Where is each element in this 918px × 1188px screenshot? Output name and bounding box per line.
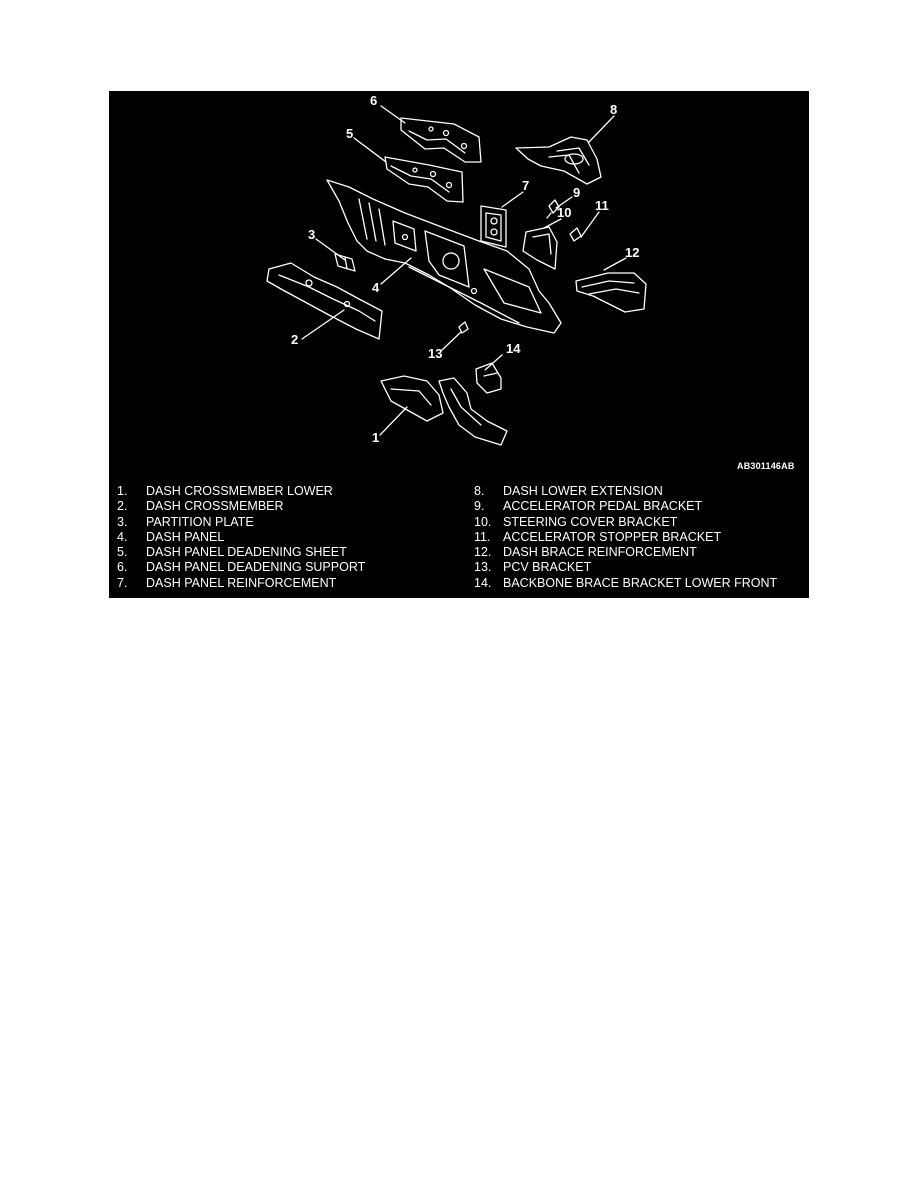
leader-lines <box>301 105 627 436</box>
figure-code: AB301146AB <box>737 461 795 471</box>
callout-1: 1 <box>372 430 380 445</box>
part-12-dash-brace-reinforcement <box>575 272 647 313</box>
legend-item: 11. ACCELERATOR STOPPER BRACKET <box>474 530 777 545</box>
legend-item: 5. DASH PANEL DEADENING SHEET <box>117 545 365 560</box>
legend-item: 12. DASH BRACE REINFORCEMENT <box>474 545 777 560</box>
legend-text: DASH PANEL REINFORCEMENT <box>146 575 337 590</box>
legend-item: 6. DASH PANEL DEADENING SUPPORT <box>117 560 365 575</box>
legend-number: 11. <box>474 529 491 544</box>
legend-number: 2. <box>117 499 128 514</box>
parts-diagram: 6 5 8 7 9 10 11 12 3 4 2 13 14 1 AB30114… <box>109 91 809 598</box>
part-9-accelerator-pedal-bracket <box>546 199 560 219</box>
legend-number: 1. <box>117 484 128 498</box>
legend-text: DASH PANEL DEADENING SUPPORT <box>146 560 366 575</box>
legend-text: DASH PANEL <box>146 529 225 544</box>
legend-number: 9. <box>474 499 485 514</box>
callout-12: 12 <box>625 245 640 260</box>
legend-number: 3. <box>117 514 128 529</box>
callout-10: 10 <box>557 205 572 220</box>
callout-5: 5 <box>346 126 354 141</box>
legend-text: PCV BRACKET <box>503 560 592 575</box>
legend-item: 8. DASH LOWER EXTENSION <box>474 484 777 499</box>
legend-number: 6. <box>117 560 128 575</box>
part-3-partition-plate <box>334 253 356 272</box>
legend-text: DASH BRACE REINFORCEMENT <box>503 545 697 560</box>
legend-text: DASH CROSSMEMBER LOWER <box>146 484 333 498</box>
part-10-steering-cover-bracket <box>522 226 558 270</box>
callout-2: 2 <box>291 332 299 347</box>
legend-number: 12. <box>474 545 492 560</box>
legend-text: ACCELERATOR STOPPER BRACKET <box>503 529 722 544</box>
legend-number: 10. <box>474 514 492 529</box>
callout-7: 7 <box>522 178 530 193</box>
legend-text: STEERING COVER BRACKET <box>503 514 678 529</box>
callout-3: 3 <box>308 227 316 242</box>
legend-item: 9. ACCELERATOR PEDAL BRACKET <box>474 499 777 514</box>
part-4-dash-panel <box>326 179 562 334</box>
legend-item: 2. DASH CROSSMEMBER <box>117 499 365 514</box>
legend-number: 14. <box>474 575 492 590</box>
legend-number: 7. <box>117 575 128 590</box>
part-7-dash-panel-reinforcement <box>480 205 507 248</box>
part-13-pcv-bracket <box>458 321 469 334</box>
legend-item: 1. DASH CROSSMEMBER LOWER <box>117 484 365 499</box>
part-11-accelerator-stopper-bracket <box>569 227 582 242</box>
legend-left: 1. DASH CROSSMEMBER LOWER 2. DASH CROSSMEM… <box>117 484 365 591</box>
part-1-dash-crossmember-lower <box>380 375 508 446</box>
legend-item: 13. PCV BRACKET <box>474 560 777 575</box>
part-14-backbone-brace-bracket <box>475 362 502 394</box>
legend-text: DASH CROSSMEMBER <box>146 499 284 514</box>
legend-text: DASH LOWER EXTENSION <box>503 484 663 498</box>
legend-item: 4. DASH PANEL <box>117 530 365 545</box>
part-2-dash-crossmember <box>266 262 383 340</box>
callout-14: 14 <box>506 341 521 356</box>
callout-6: 6 <box>370 93 378 108</box>
part-8-dash-lower-extension <box>515 136 602 185</box>
legend-item: 3. PARTITION PLATE <box>117 515 365 530</box>
legend-text: ACCELERATOR PEDAL BRACKET <box>503 499 703 514</box>
legend-text: PARTITION PLATE <box>146 514 254 529</box>
legend-item: 10. STEERING COVER BRACKET <box>474 515 777 530</box>
callout-11: 11 <box>595 198 609 213</box>
legend-number: 5. <box>117 545 128 560</box>
callout-8: 8 <box>610 102 618 117</box>
legend-item: 7. DASH PANEL REINFORCEMENT <box>117 576 365 591</box>
callout-4: 4 <box>372 280 380 295</box>
callout-9: 9 <box>573 185 581 200</box>
legend-item: 14. BACKBONE BRACE BRACKET LOWER FRONT <box>474 576 777 591</box>
legend-right: 8. DASH LOWER EXTENSION 9. ACCELERATOR PED… <box>474 484 777 591</box>
legend-text: DASH PANEL DEADENING SHEET <box>146 545 347 560</box>
legend-number: 13. <box>474 560 492 575</box>
legend-number: 8. <box>474 484 485 498</box>
part-6-deadening-support <box>400 117 482 163</box>
legend-text: BACKBONE BRACE BRACKET LOWER FRONT <box>503 575 778 590</box>
part-5-deadening-sheet <box>384 156 464 203</box>
exploded-parts-drawing <box>266 105 647 446</box>
callout-13: 13 <box>428 346 443 361</box>
legend-number: 4. <box>117 529 128 544</box>
